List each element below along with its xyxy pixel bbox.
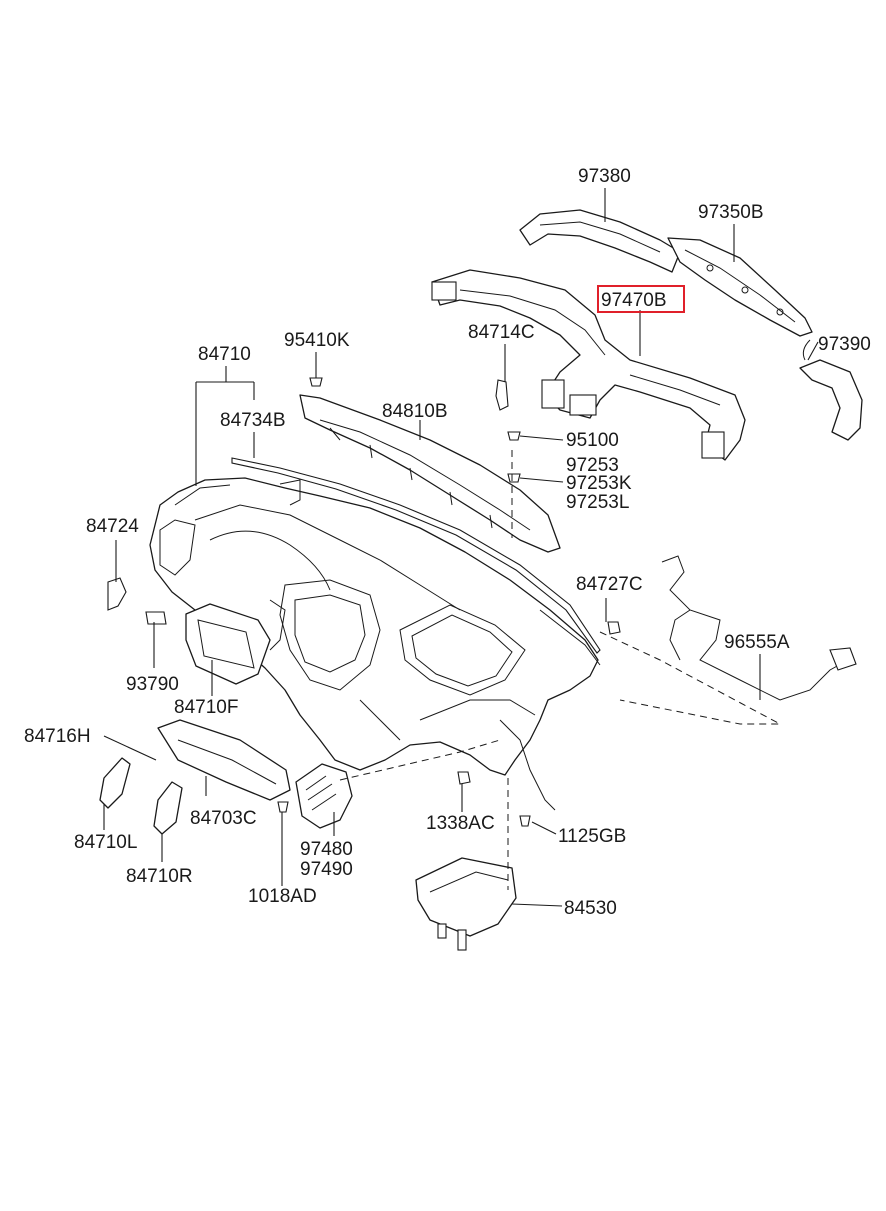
label-1338AC[interactable]: 1338AC bbox=[426, 813, 495, 834]
label-84710F[interactable]: 84710F bbox=[174, 697, 238, 718]
switch-93790 bbox=[145, 611, 167, 625]
label-84703C[interactable]: 84703C bbox=[190, 808, 257, 829]
label-97253L[interactable]: 97253L bbox=[566, 492, 629, 513]
label-97480[interactable]: 97480 bbox=[300, 839, 353, 860]
label-84710R[interactable]: 84710R bbox=[126, 866, 193, 887]
upper-duct bbox=[519, 209, 681, 273]
center-air-vent bbox=[295, 763, 353, 829]
label-84710[interactable]: 84710 bbox=[198, 344, 251, 365]
airbag-module bbox=[415, 857, 517, 951]
label-84714C[interactable]: 84714C bbox=[468, 322, 535, 343]
lower-panel bbox=[157, 719, 291, 801]
crash-pad-panel bbox=[149, 477, 601, 811]
label-97380[interactable]: 97380 bbox=[578, 166, 631, 187]
label-1125GB[interactable]: 1125GB bbox=[558, 826, 626, 847]
label-97253[interactable]: 97253 bbox=[566, 455, 619, 476]
vent-bracket bbox=[667, 237, 813, 337]
leader-lines bbox=[103, 188, 819, 907]
defroster-nozzle bbox=[299, 394, 561, 553]
label-84734B[interactable]: 84734B bbox=[220, 410, 286, 431]
label-84530[interactable]: 84530 bbox=[564, 898, 617, 919]
label-97253K[interactable]: 97253K bbox=[566, 473, 632, 494]
label-84724[interactable]: 84724 bbox=[86, 516, 139, 537]
side-duct bbox=[799, 339, 863, 441]
part-labels: 97380 97350B 97470B 84714C 97390 84710 9… bbox=[24, 166, 871, 919]
label-84716H[interactable]: 84716H bbox=[24, 726, 91, 747]
label-97390[interactable]: 97390 bbox=[818, 334, 871, 355]
garnish-strip bbox=[231, 457, 601, 654]
label-95100[interactable]: 95100 bbox=[566, 430, 619, 451]
heater-duct-center bbox=[431, 269, 746, 461]
label-97350B[interactable]: 97350B bbox=[698, 202, 764, 223]
side-cover-left bbox=[99, 757, 131, 809]
side-bracket bbox=[107, 577, 127, 611]
label-93790[interactable]: 93790 bbox=[126, 674, 179, 695]
label-97470B[interactable]: 97470B bbox=[601, 290, 667, 311]
label-1018AD[interactable]: 1018AD bbox=[248, 886, 317, 907]
clip-84714c bbox=[495, 379, 509, 411]
label-97490[interactable]: 97490 bbox=[300, 859, 353, 880]
label-84727C[interactable]: 84727C bbox=[576, 574, 643, 595]
reference-lines bbox=[339, 450, 781, 890]
side-cover-right bbox=[153, 781, 183, 835]
label-84710L[interactable]: 84710L bbox=[74, 832, 137, 853]
label-96555A[interactable]: 96555A bbox=[724, 632, 790, 653]
wiring-harness bbox=[661, 555, 857, 701]
fasteners bbox=[277, 377, 621, 827]
center-fascia bbox=[185, 603, 271, 685]
label-84810B[interactable]: 84810B bbox=[382, 401, 448, 422]
highlight-box-97470B bbox=[597, 285, 685, 313]
label-95410K[interactable]: 95410K bbox=[284, 330, 350, 351]
